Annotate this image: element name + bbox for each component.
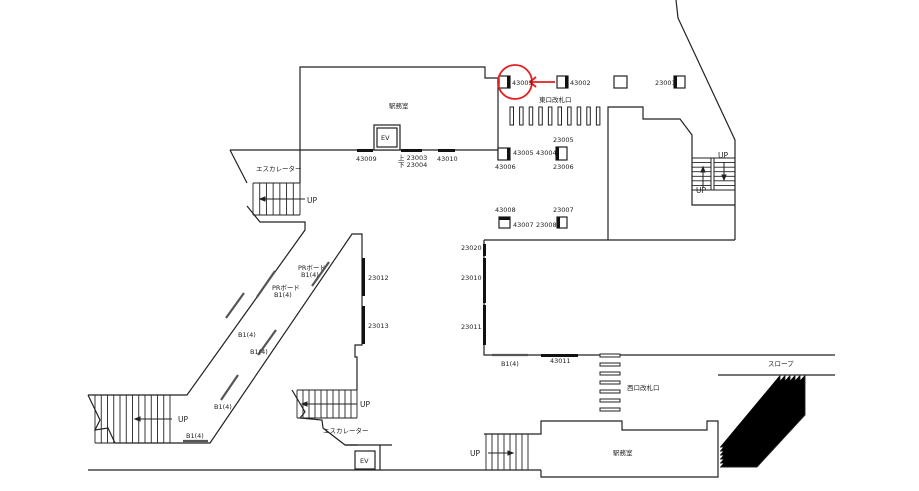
pr-board[interactable]: PRボード bbox=[272, 284, 300, 292]
ticket-gate bbox=[599, 353, 621, 358]
pr-board-b1[interactable]: B1(4) bbox=[301, 271, 319, 279]
ad-23012[interactable]: 23012 bbox=[368, 274, 389, 282]
ad-43006[interactable]: 43006 bbox=[495, 163, 516, 171]
ticket-gate bbox=[599, 398, 621, 403]
ticket-gate bbox=[509, 106, 514, 126]
station-office-top: 駅務室 bbox=[389, 101, 409, 110]
highlight-marker bbox=[497, 64, 555, 100]
up-arrows bbox=[133, 157, 727, 456]
ticket-gate bbox=[547, 106, 553, 126]
elevator-top: EV bbox=[373, 124, 401, 151]
ad-43004[interactable]: 43004 bbox=[536, 149, 557, 157]
ad-23020[interactable]: 23020 bbox=[461, 244, 482, 252]
ad-23001[interactable]: 23001 bbox=[655, 79, 676, 87]
up-label: UP bbox=[307, 196, 317, 205]
ticket-gate bbox=[599, 371, 621, 376]
ad-43002[interactable]: 43002 bbox=[570, 79, 591, 87]
ad-b1-4[interactable]: B1(4) bbox=[238, 331, 256, 339]
ad-23005[interactable]: 23005 bbox=[553, 136, 574, 144]
up-label: UP bbox=[360, 400, 370, 409]
stairs-bottom bbox=[485, 433, 529, 471]
ad-43003[interactable]: 43003 bbox=[512, 79, 533, 87]
ad-b1-4[interactable]: B1(4) bbox=[250, 348, 268, 356]
pr-board[interactable]: PRボード bbox=[298, 264, 326, 272]
ad-b1-4[interactable]: B1(4) bbox=[214, 403, 232, 411]
ticket-gate bbox=[599, 380, 621, 385]
ticket-gate bbox=[599, 389, 621, 394]
ticket-gate bbox=[557, 106, 562, 126]
ad-23004[interactable]: 下 23004 bbox=[398, 161, 427, 169]
ad-43011[interactable]: 43011 bbox=[550, 357, 571, 365]
up-label: UP bbox=[470, 449, 480, 458]
ticket-gate bbox=[538, 106, 543, 126]
ad-43007[interactable]: 43007 bbox=[513, 221, 534, 229]
ad-23008[interactable]: 23008 bbox=[536, 221, 557, 229]
elevator-label: EV bbox=[360, 457, 369, 465]
ad-23006[interactable]: 23006 bbox=[553, 163, 574, 171]
ad-b1-4[interactable]: B1(4) bbox=[501, 360, 519, 368]
ad-23013[interactable]: 23013 bbox=[368, 322, 389, 330]
ad-43005[interactable]: 43005 bbox=[513, 149, 534, 157]
ticket-gate bbox=[567, 106, 572, 126]
escalator-label: エスカレーター bbox=[256, 164, 302, 173]
escalator-label: エスカレーター bbox=[323, 426, 369, 435]
ad-boards bbox=[183, 75, 686, 443]
ad-43009[interactable]: 43009 bbox=[356, 155, 377, 163]
ad-23011[interactable]: 23011 bbox=[461, 323, 482, 331]
east-gate-label: 東口改札口 bbox=[539, 95, 572, 104]
ad-43010[interactable]: 43010 bbox=[437, 155, 458, 163]
ad-43008[interactable]: 43008 bbox=[495, 206, 516, 214]
elevator-bottom: EV bbox=[354, 450, 376, 470]
east-gates bbox=[509, 106, 601, 126]
up-label: UP bbox=[178, 415, 188, 424]
west-gate-label: 西口改札口 bbox=[627, 383, 660, 392]
ticket-gate bbox=[519, 106, 524, 126]
ticket-gate bbox=[599, 362, 621, 367]
walls bbox=[87, 0, 835, 478]
slope-label: スロープ bbox=[768, 360, 794, 368]
ad-labels: 43003 43002 23001 43009 上 23003 下 23004 … bbox=[186, 79, 676, 440]
ticket-gate bbox=[599, 407, 621, 412]
elevator-label: EV bbox=[381, 134, 390, 142]
ad-23003[interactable]: 上 23003 bbox=[398, 153, 427, 162]
ticket-gate bbox=[528, 106, 534, 126]
ad-23010[interactable]: 23010 bbox=[461, 274, 482, 282]
up-label: UP bbox=[718, 151, 728, 160]
west-gates bbox=[599, 353, 621, 412]
station-office-bottom: 駅務室 bbox=[613, 448, 633, 457]
ticket-gate bbox=[576, 106, 582, 126]
up-label: UP bbox=[696, 186, 706, 195]
pr-board-b1[interactable]: B1(4) bbox=[274, 291, 292, 299]
slope-lines bbox=[720, 375, 806, 468]
ticket-gate bbox=[595, 106, 601, 126]
ticket-gate bbox=[586, 106, 591, 126]
ad-23007[interactable]: 23007 bbox=[553, 206, 574, 214]
ad-b1-4[interactable]: B1(4) bbox=[186, 432, 204, 440]
